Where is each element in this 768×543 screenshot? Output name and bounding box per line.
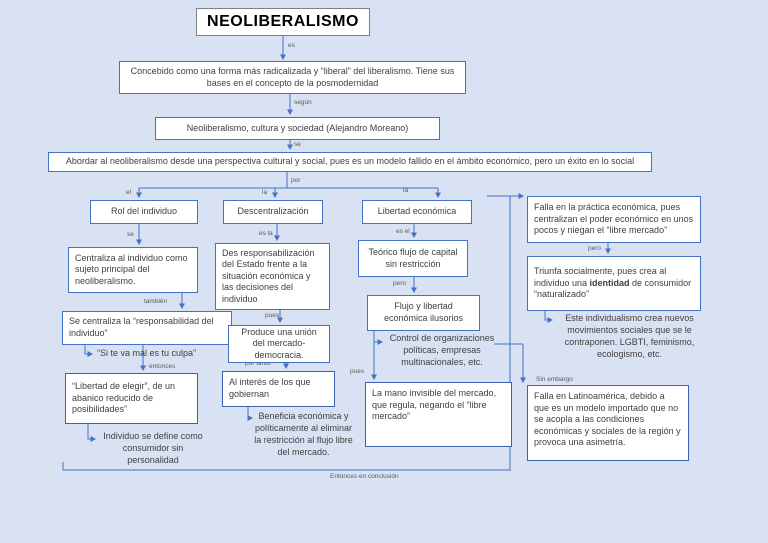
node-responsabilidad: Se centraliza la “responsabilidad del in… bbox=[62, 311, 232, 345]
text-beneficia-economica: Beneficia económica y políticamente al e… bbox=[254, 411, 353, 457]
edge-label-la-1: la bbox=[262, 189, 268, 196]
node-thesis: Abordar al neoliberalismo desde una pers… bbox=[48, 152, 652, 172]
edge-label-segun: según bbox=[294, 99, 312, 106]
edge-label-se-2: se bbox=[127, 231, 134, 238]
edge-label-pero-1: pero bbox=[393, 280, 407, 287]
edge-label-conclusion: Entonces en conclusión bbox=[330, 473, 399, 480]
edge-label-tambien: también bbox=[144, 298, 168, 305]
node-intro: Concebido como una forma más radicalizad… bbox=[119, 61, 466, 94]
edge-label-entonces: entonces bbox=[149, 363, 176, 370]
node-descentralizacion: Descentralización bbox=[223, 200, 323, 224]
node-falla-practica: Falla en la práctica económica, pues cen… bbox=[527, 196, 701, 243]
text-individualismo-movimientos: Este individualismo crea nuevos movimien… bbox=[564, 313, 695, 359]
edge-label-por-tanto: por tanto bbox=[245, 360, 271, 367]
edge-label-pues-2: pues bbox=[350, 368, 365, 375]
edge-label-sin-embargo: Sin embargo bbox=[536, 376, 573, 383]
node-union-mercado-democracia: Produce una unión del mercado-democracia… bbox=[228, 325, 330, 363]
edge-label-el: el bbox=[126, 189, 132, 196]
edge-label-por: por bbox=[291, 177, 301, 184]
node-interes-gobiernan: Al interés de los que gobiernan bbox=[222, 371, 335, 407]
edge-label-es-el: es el bbox=[396, 228, 410, 235]
node-teorico-flujo: Teórico flujo de capital sin restricción bbox=[358, 240, 468, 277]
node-desresponsabilizacion: Des responsabilización del Estado frente… bbox=[215, 243, 330, 310]
node-source: Neoliberalismo, cultura y sociedad (Alej… bbox=[155, 117, 440, 140]
node-falla-latinoamerica: Falla en Latinoamérica, debido a que es … bbox=[527, 385, 689, 461]
node-triunfa-socialmente: Triunfa socialmente, pues crea al indivi… bbox=[527, 256, 701, 311]
node-centraliza-individuo: Centraliza al individuo como sujeto prin… bbox=[68, 247, 198, 293]
node-libertad-economica: Libertad económica bbox=[362, 200, 472, 224]
edge-label-la-2: la bbox=[403, 187, 409, 194]
edge-label-pero-2: pero bbox=[588, 245, 602, 252]
node-mano-invisible: La mano invisible del mercado, que regul… bbox=[365, 382, 512, 447]
node-libertad-de-elegir: “Libertad de elegir”, de un abanico redu… bbox=[65, 373, 198, 424]
edge-label-se: se bbox=[294, 141, 301, 148]
text-control-organizaciones: Control de organizaciones políticas, emp… bbox=[389, 333, 495, 367]
edge-label-es: es bbox=[288, 42, 295, 49]
node-title: NEOLIBERALISMO bbox=[196, 8, 370, 36]
edge-label-pues-1: pues bbox=[265, 312, 280, 319]
node-rol-del-individuo: Rol del individuo bbox=[90, 200, 198, 224]
text-consumidor-sin-personalidad: Individuo se define como consumidor sin … bbox=[103, 431, 203, 465]
node-flujo-ilusorio: Flujo y libertad económica ilusorios bbox=[367, 295, 480, 331]
edge-label-es-la: es la bbox=[259, 230, 273, 237]
text-si-te-va-mal: “Si te va mal es tu culpa” bbox=[97, 348, 197, 358]
